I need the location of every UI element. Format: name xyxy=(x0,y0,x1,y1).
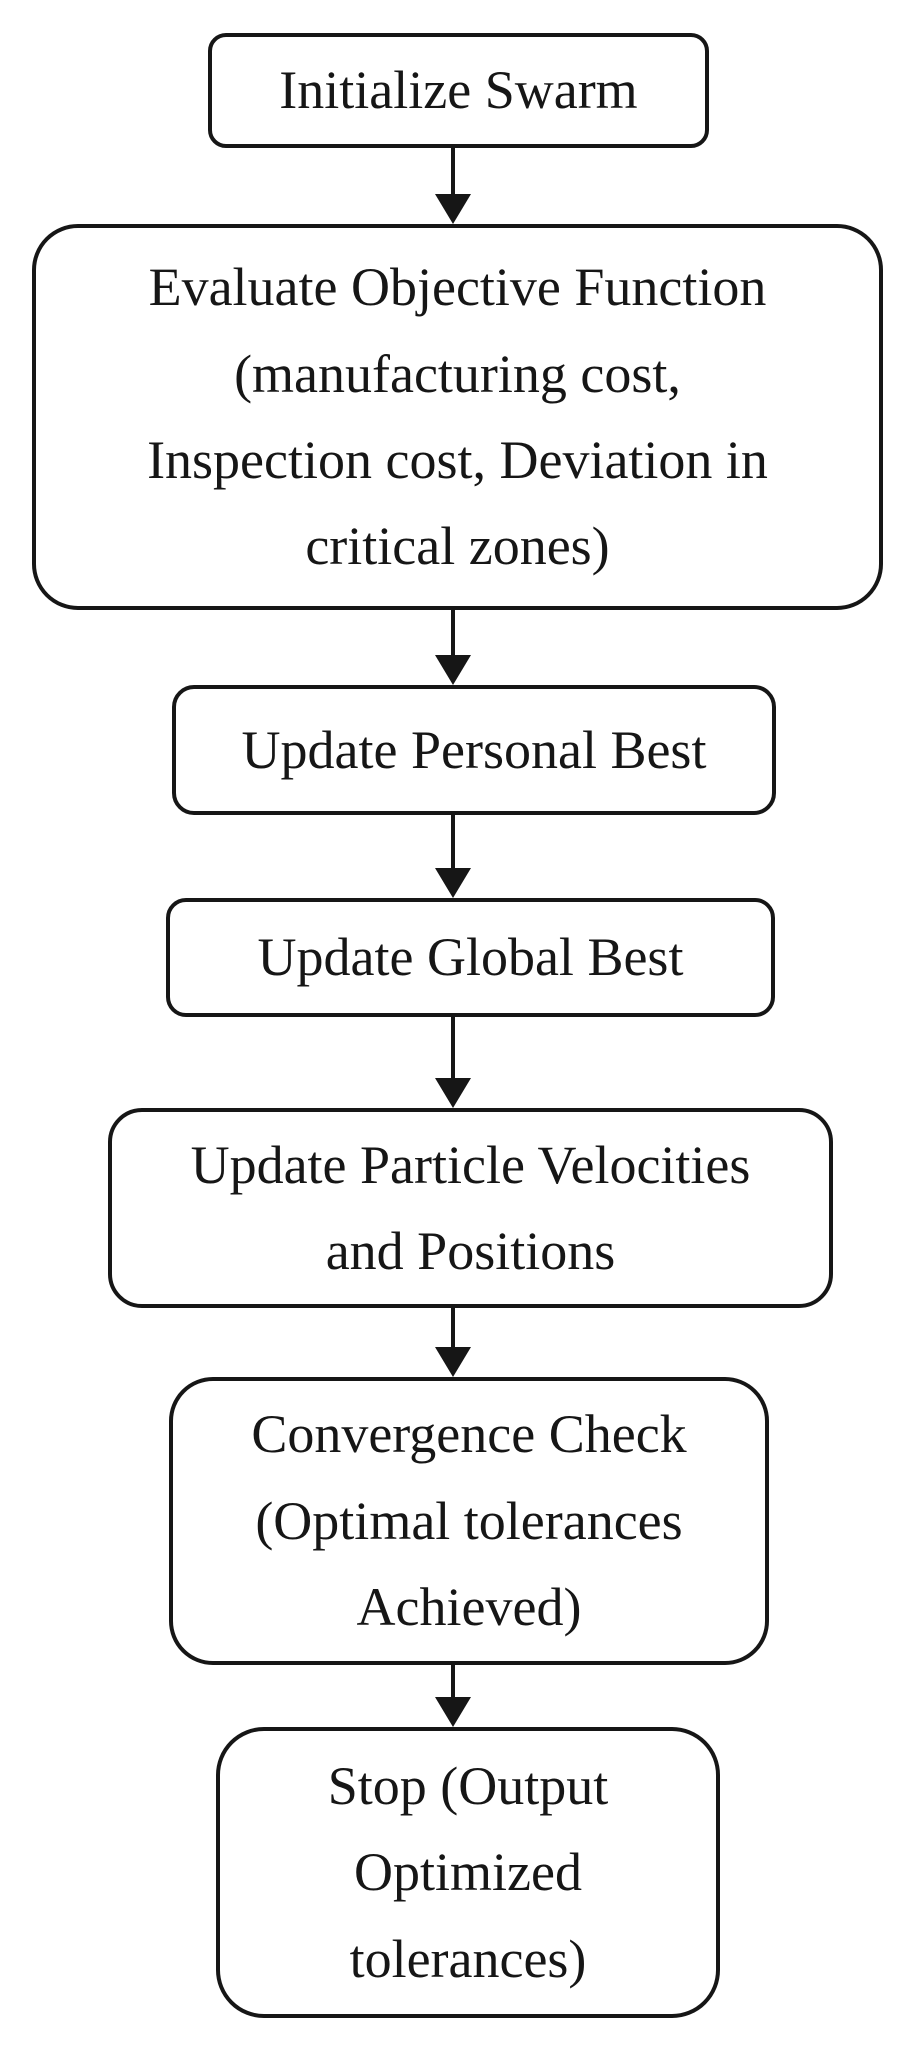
arrow-head-icon xyxy=(435,1347,471,1377)
node-update-personal-best: Update Personal Best xyxy=(172,685,776,815)
arrow-stem xyxy=(451,815,455,872)
node-label-line: Evaluate Objective Function xyxy=(148,257,767,318)
node-label-line: Achieved) xyxy=(356,1577,582,1638)
node-label-line: Initialize Swarm xyxy=(279,60,638,121)
arrow-stem xyxy=(451,1665,455,1701)
node-label-line: Update Particle Velocities xyxy=(190,1134,751,1195)
node-label-line: Optimized xyxy=(354,1842,582,1903)
node-label-line: (manufacturing cost, xyxy=(234,343,681,404)
connector-arrow-6 xyxy=(435,1665,471,1727)
node-label-line: Convergence Check xyxy=(251,1404,687,1465)
connector-arrow-3 xyxy=(435,815,471,898)
node-update-particle-velocities: Update Particle Velocities and Positions xyxy=(108,1108,833,1308)
node-update-global-best: Update Global Best xyxy=(166,898,775,1017)
arrow-head-icon xyxy=(435,1697,471,1727)
node-convergence-check: Convergence Check (Optimal tolerances Ac… xyxy=(169,1377,769,1665)
node-stop-output: Stop (Output Optimized tolerances) xyxy=(216,1727,720,2018)
connector-arrow-1 xyxy=(435,148,471,224)
connector-arrow-4 xyxy=(435,1017,471,1108)
connector-arrow-5 xyxy=(435,1308,471,1377)
arrow-head-icon xyxy=(435,194,471,224)
connector-arrow-2 xyxy=(435,610,471,685)
node-evaluate-objective-function: Evaluate Objective Function (manufacturi… xyxy=(32,224,883,610)
node-initialize-swarm: Initialize Swarm xyxy=(208,33,709,148)
node-label-line: tolerances) xyxy=(349,1928,587,1989)
node-label-line: Update Personal Best xyxy=(241,719,707,780)
node-label-line: and Positions xyxy=(325,1221,616,1281)
arrow-head-icon xyxy=(435,655,471,685)
arrow-stem xyxy=(451,1017,455,1082)
arrow-head-icon xyxy=(435,868,471,898)
arrow-stem xyxy=(451,1308,455,1351)
node-label-line: Update Global Best xyxy=(257,927,684,988)
node-label-line: (Optimal tolerances xyxy=(255,1490,683,1551)
arrow-stem xyxy=(451,610,455,659)
node-label-line: critical zones) xyxy=(305,516,610,577)
node-label-line: Inspection cost, Deviation in xyxy=(147,430,768,490)
node-label-line: Stop (Output xyxy=(327,1755,609,1816)
arrow-head-icon xyxy=(435,1078,471,1108)
arrow-stem xyxy=(451,148,455,198)
